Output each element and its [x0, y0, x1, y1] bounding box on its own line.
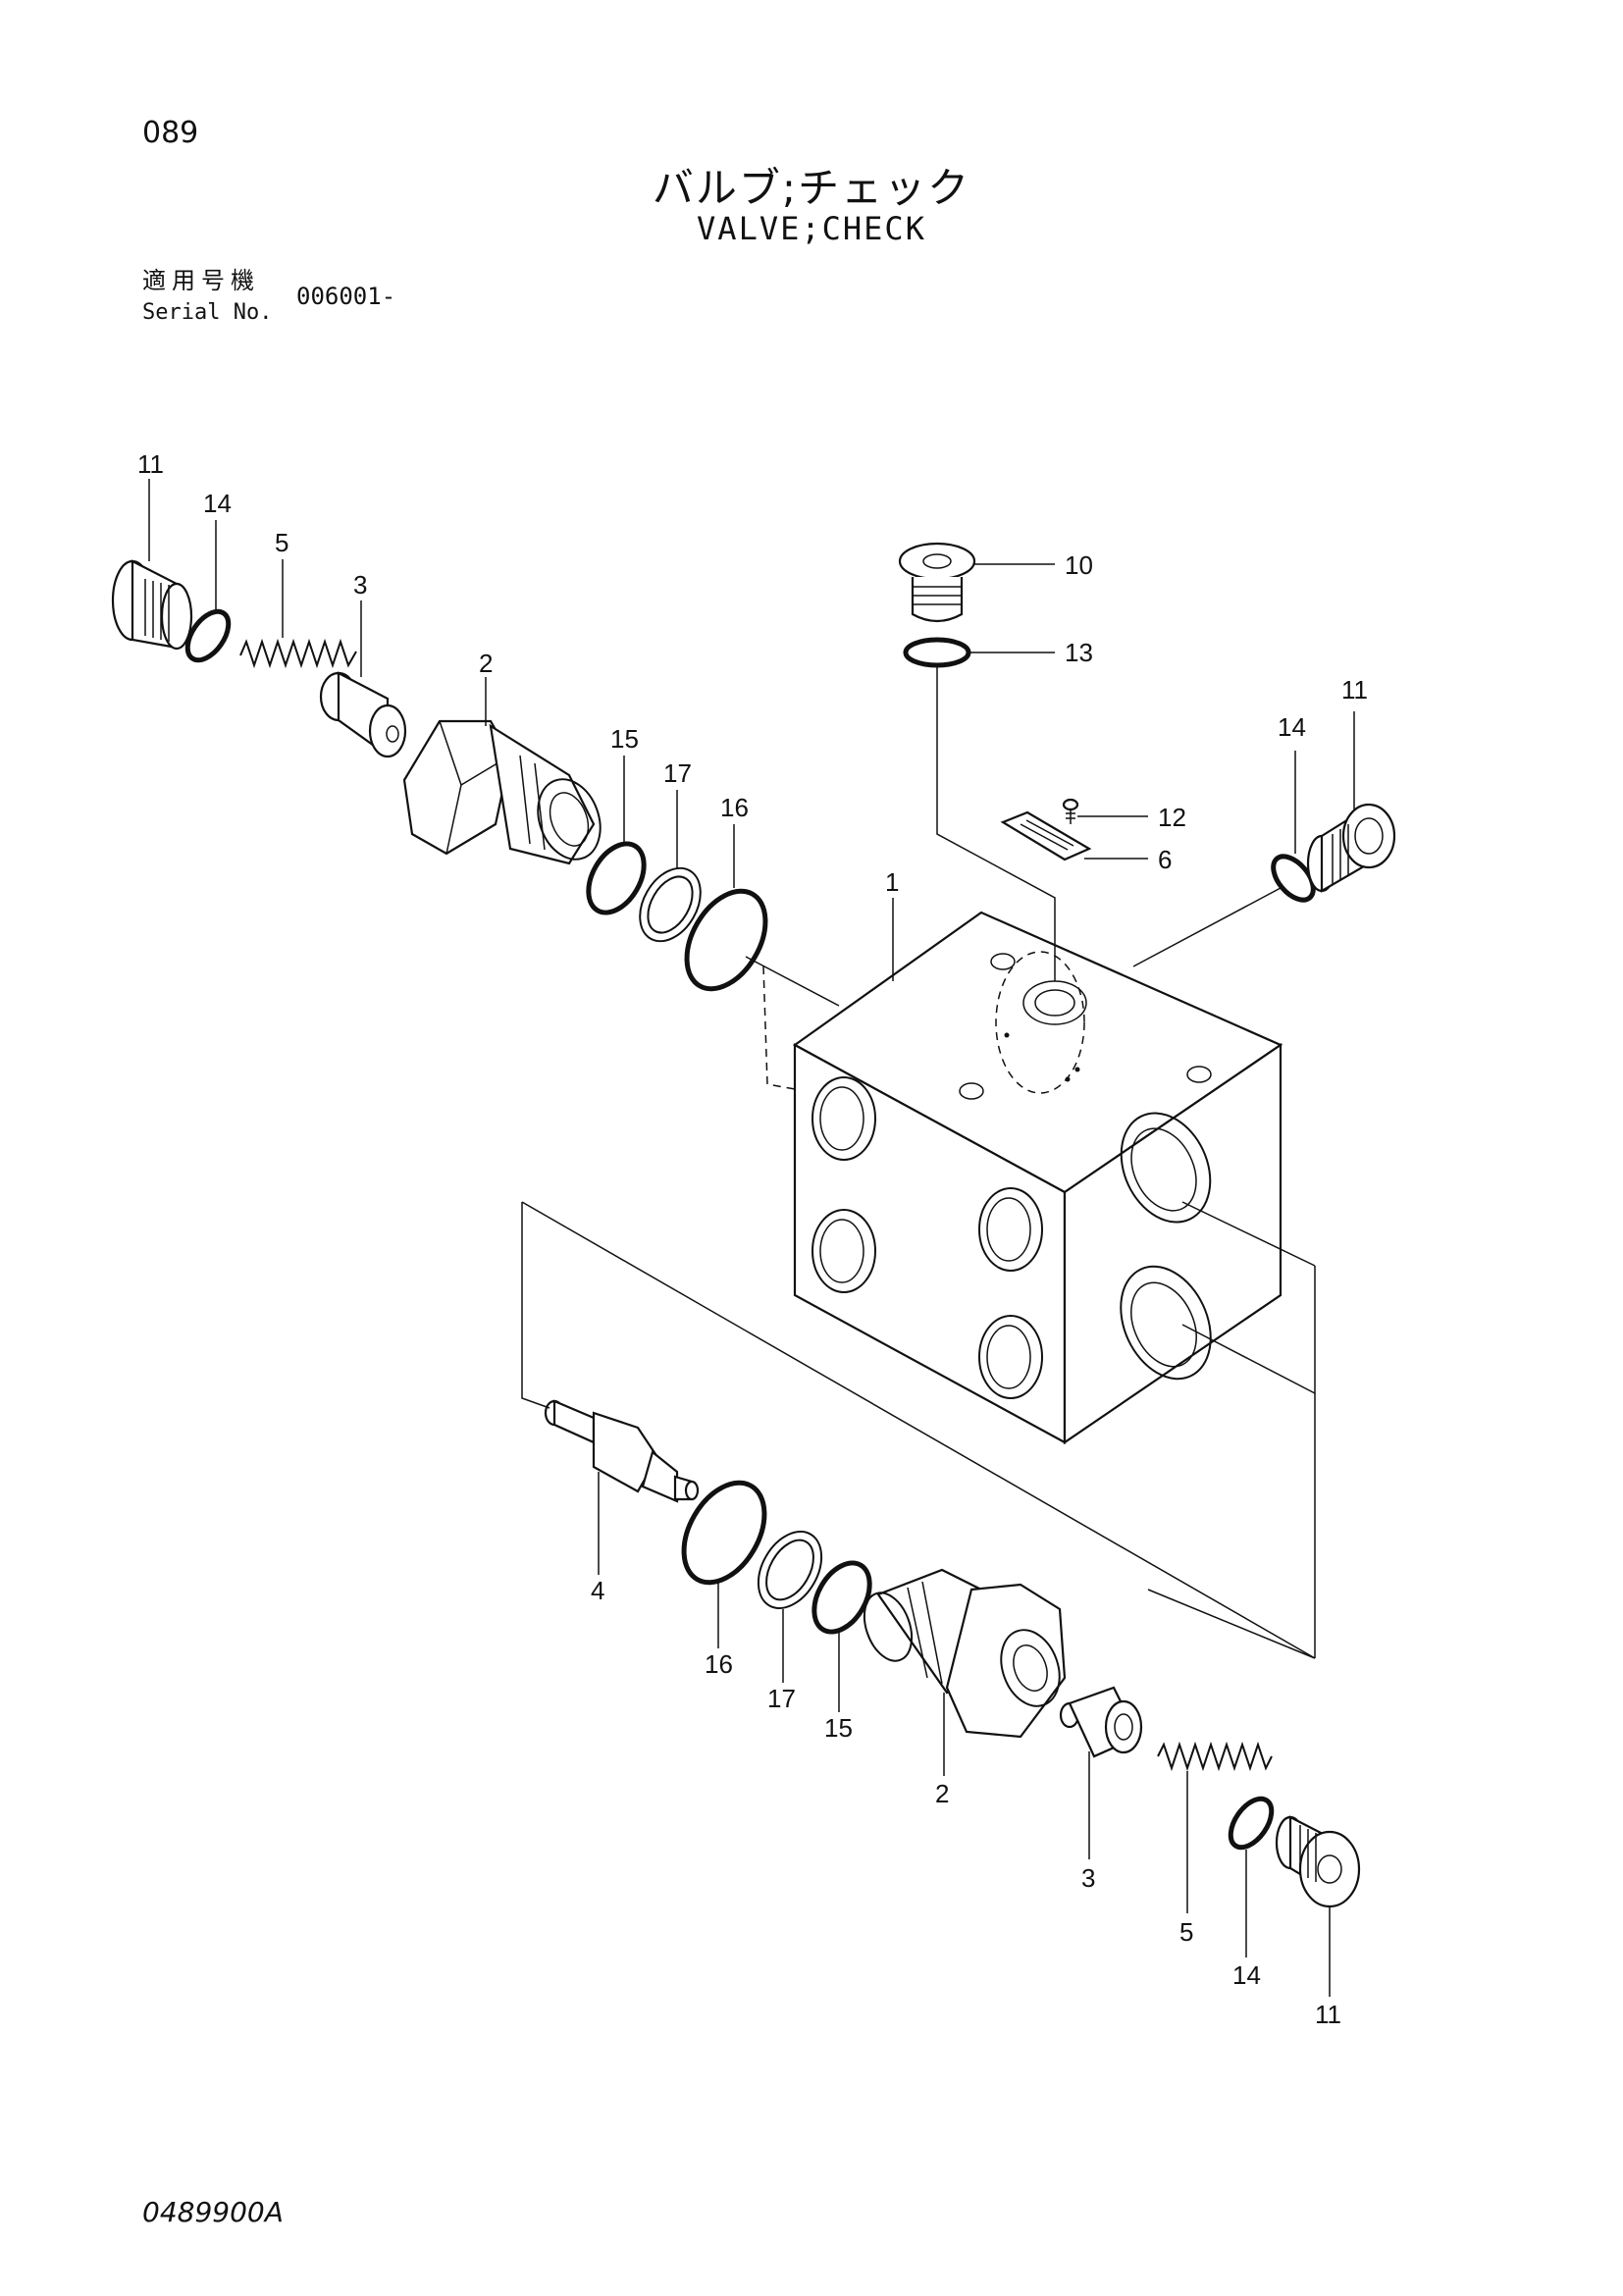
- callout-6: 6: [1158, 845, 1172, 874]
- callout-13: 13: [1065, 638, 1093, 667]
- callout-2-a: 2: [479, 649, 493, 678]
- callout-11-a: 11: [137, 449, 164, 479]
- valve-block: [792, 911, 1283, 1445]
- title-japanese: バルブ;チェック: [652, 164, 971, 212]
- callout-5-a: 5: [275, 528, 288, 557]
- document-code: 0489900A: [142, 2196, 284, 2228]
- screw-12-top: [1062, 798, 1079, 824]
- callout-15-b: 15: [824, 1713, 853, 1743]
- poppet-3-upper-left: [319, 671, 407, 758]
- plug-10-top: [898, 542, 976, 623]
- o-ring-14-right: [1271, 854, 1316, 903]
- callout-16-b: 16: [705, 1649, 733, 1679]
- callout-11-c: 11: [1315, 2000, 1341, 2029]
- o-ring-15-lower: [812, 1560, 872, 1635]
- o-ring-16-upper: [684, 888, 768, 992]
- callout-16-a: 16: [720, 793, 749, 822]
- plug-11-right: [1306, 803, 1396, 893]
- poppet-4-lower: [544, 1399, 700, 1503]
- page-number: 089: [142, 116, 199, 150]
- callout-14-a: 14: [203, 489, 232, 518]
- callout-11-b: 11: [1341, 675, 1368, 704]
- callout-2-b: 2: [935, 1779, 949, 1808]
- callout-3-b: 3: [1081, 1863, 1095, 1893]
- callout-17-b: 17: [767, 1684, 796, 1713]
- callout-5-b: 5: [1179, 1917, 1193, 1947]
- plug-11-lower: [1275, 1815, 1361, 1908]
- poppet-3-lower: [1059, 1686, 1143, 1758]
- o-ring-14-lower: [1228, 1796, 1275, 1851]
- serial-number-value: 006001-: [296, 283, 396, 310]
- o-ring-13-top: [903, 637, 971, 668]
- serial-label-english: Serial No.: [142, 300, 273, 325]
- spring-5-lower: [1157, 1741, 1273, 1772]
- check-body-2-upper-left: [402, 719, 602, 865]
- callout-14-b: 14: [1278, 712, 1306, 742]
- check-body-2-lower: [863, 1568, 1067, 1739]
- backup-ring-17-lower: [757, 1531, 823, 1609]
- plug-11-upper-left: [111, 559, 193, 651]
- callout-10: 10: [1065, 550, 1093, 580]
- spring-5-upper-left: [239, 638, 357, 669]
- title-english: VALVE;CHECK: [697, 210, 926, 247]
- serial-label-japanese: 適用号機: [142, 267, 260, 294]
- assembly-lines: [521, 667, 1316, 1659]
- callout-leaders: [148, 479, 1355, 1997]
- callout-17-a: 17: [663, 758, 692, 788]
- callout-labels: 11 14 5 3 2 15 17 16 1 10 13 12 6 14 11 …: [137, 449, 1368, 2029]
- backup-ring-17-upper: [639, 866, 702, 943]
- o-ring-15-upper: [586, 841, 647, 915]
- callout-14-c: 14: [1232, 1960, 1261, 1990]
- callout-12: 12: [1158, 803, 1186, 832]
- callout-1: 1: [885, 867, 899, 897]
- o-ring-16-lower: [681, 1480, 767, 1586]
- o-ring-14-upper-left: [184, 608, 232, 663]
- callout-4: 4: [591, 1576, 604, 1605]
- plate-6-top: [1000, 810, 1092, 861]
- callout-3-a: 3: [353, 570, 367, 600]
- callout-15-a: 15: [610, 724, 639, 754]
